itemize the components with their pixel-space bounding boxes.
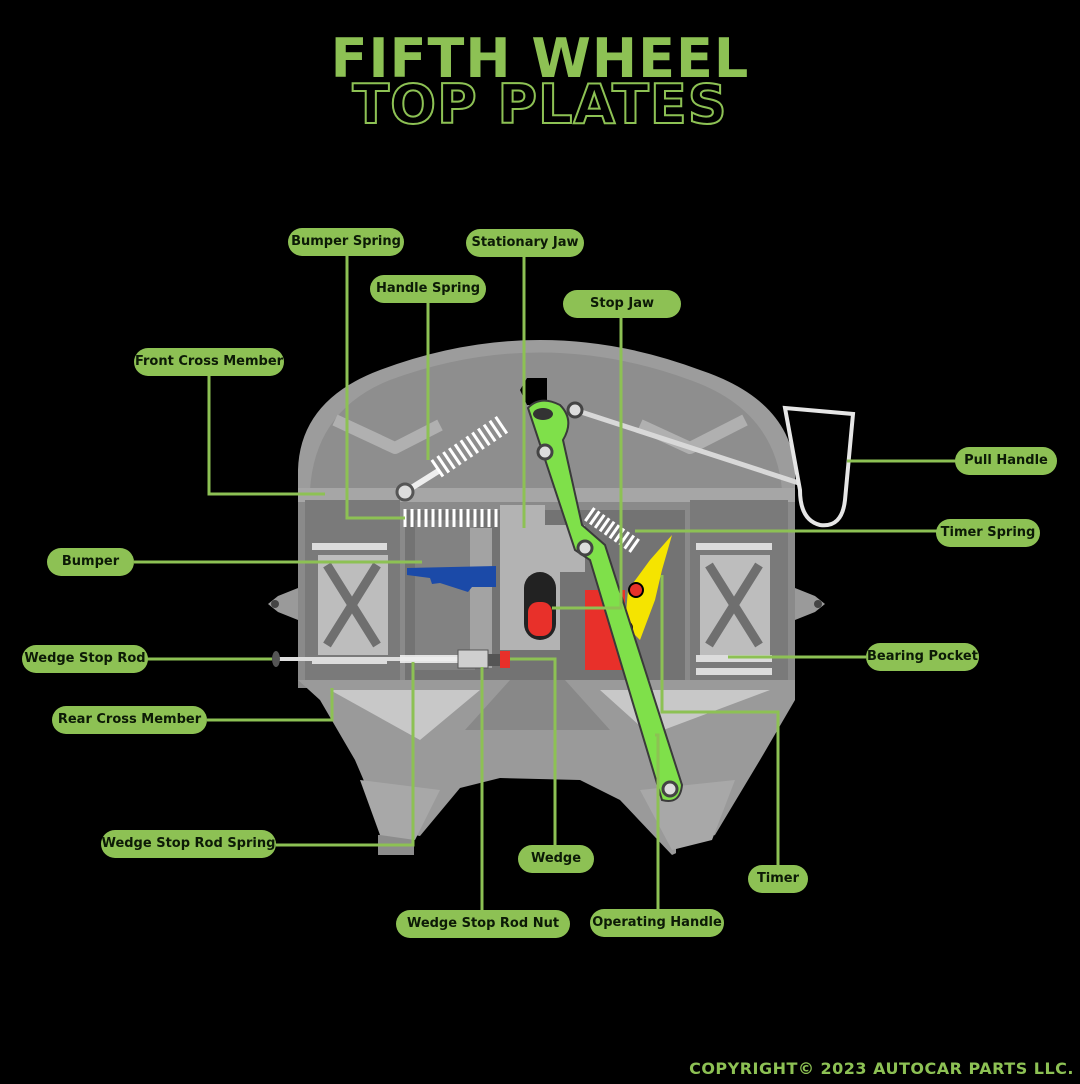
pull-handle-rod: [574, 407, 806, 488]
label-wedge-stop-rod-spring: Wedge Stop Rod Spring: [101, 830, 276, 858]
bumper-shape: [407, 566, 496, 592]
handle-spring-coil: [430, 416, 509, 478]
label-wedge-stop-rod-nut: Wedge Stop Rod Nut: [396, 910, 570, 938]
label-rear-cross-member: Rear Cross Member: [52, 706, 207, 734]
timer-shape: [625, 535, 672, 640]
label-operating-handle: Operating Handle: [590, 909, 724, 937]
copyright-text: COPYRIGHT© 2023 AUTOCAR PARTS LLC.: [689, 1059, 1074, 1078]
label-bumper-spring: Bumper Spring: [288, 228, 404, 256]
pull-handle-loop: [782, 405, 856, 528]
side-ear-left: [268, 588, 298, 620]
timer-spring-coil: [584, 507, 640, 553]
label-timer: Timer: [748, 865, 808, 893]
bumper-spring-coil: [403, 509, 498, 527]
label-pull-handle: Pull Handle: [955, 447, 1057, 475]
label-front-cross-member: Front Cross Member: [134, 348, 284, 376]
label-stop-jaw: Stop Jaw: [563, 290, 681, 318]
title-line-2: TOP PLATES: [351, 73, 728, 137]
stop-jaw-shape: [520, 378, 547, 405]
label-bumper: Bumper: [47, 548, 134, 576]
label-bearing-pocket: Bearing Pocket: [866, 643, 979, 671]
plate-chevron-left: [332, 414, 443, 454]
leader-lines: [134, 253, 958, 911]
label-timer-spring: Timer Spring: [936, 519, 1040, 547]
label-wedge: Wedge: [518, 845, 594, 873]
operating-handle-shape: [526, 399, 684, 802]
label-stationary-jaw: Stationary Jaw: [466, 229, 584, 257]
plate-center-throat: [465, 680, 610, 730]
label-wedge-stop-rod: Wedge Stop Rod: [22, 645, 148, 673]
label-handle-spring: Handle Spring: [370, 275, 486, 303]
front-cross-member-bar: [298, 488, 795, 502]
wedge-stop-rod-nut-shape: [457, 649, 489, 669]
side-ear-right: [795, 588, 825, 620]
title-line-1: FIFTH WHEEL: [330, 27, 750, 90]
